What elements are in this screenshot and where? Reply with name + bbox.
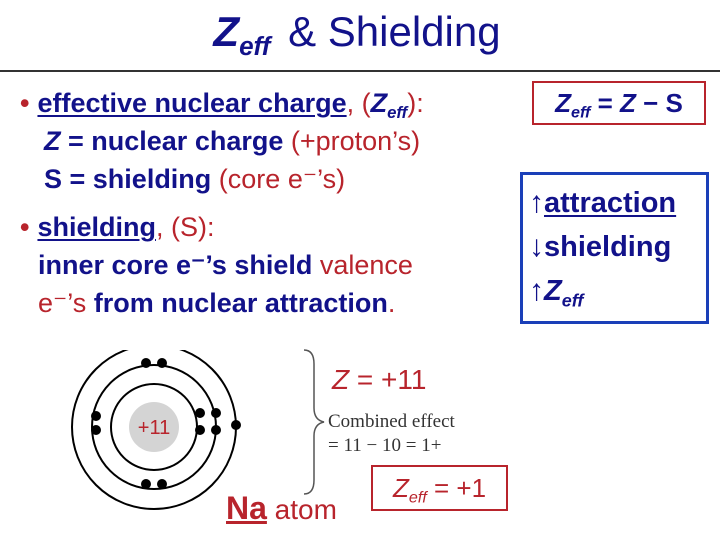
nuclear-charge-label: Z = +11 bbox=[332, 364, 427, 395]
definition-s: S = shielding (core e⁻’s) bbox=[44, 164, 346, 194]
zeff-result-box: Zeff = +1 bbox=[371, 465, 508, 511]
electron bbox=[157, 358, 167, 368]
up-arrow-icon: ↑ bbox=[529, 274, 544, 307]
trend-shielding: ↓shielding bbox=[529, 230, 672, 263]
bullet-dot-icon: • bbox=[20, 212, 30, 242]
bullet-shielding: •shielding, (S): bbox=[20, 212, 215, 242]
electron bbox=[141, 479, 151, 489]
sodium-atom-diagram: +11 bbox=[71, 350, 241, 510]
electron bbox=[91, 411, 101, 421]
trend-zeff: ↑Zeff bbox=[529, 274, 584, 311]
title-divider bbox=[0, 70, 720, 72]
definition-z: Z = nuclear charge (+proton’s) bbox=[44, 126, 421, 156]
combined-effect-note: Combined effect = 11 − 10 = 1+ bbox=[328, 411, 455, 456]
brace-icon bbox=[303, 349, 325, 495]
electron bbox=[195, 408, 205, 418]
electron bbox=[141, 358, 151, 368]
electrons bbox=[91, 358, 241, 489]
nucleus bbox=[129, 402, 179, 452]
nucleus-label: +11 bbox=[138, 417, 170, 439]
up-arrow-icon: ↑ bbox=[529, 186, 544, 219]
atom-label: Na atom bbox=[226, 490, 337, 526]
title-z: Z bbox=[213, 8, 240, 55]
term-effective-nuclear-charge: effective nuclear charge bbox=[37, 88, 347, 118]
shielding-line-1: inner core e⁻’s shield valence bbox=[38, 250, 413, 280]
bullet-dot-icon: • bbox=[20, 88, 30, 118]
electron bbox=[211, 425, 221, 435]
trend-box: ↑attraction ↓shielding ↑Zeff bbox=[520, 172, 709, 324]
electron bbox=[157, 479, 167, 489]
electron bbox=[195, 425, 205, 435]
shielding-line-2: e⁻’s from nuclear attraction. bbox=[38, 288, 396, 318]
trend-attraction: ↑attraction bbox=[529, 186, 677, 219]
page-title: Zeff & Shielding bbox=[0, 8, 720, 62]
atom-symbol: Na bbox=[226, 490, 267, 526]
zeff-formula-box: Zeff = Z − S bbox=[532, 81, 706, 125]
title-z-subscript: eff bbox=[239, 31, 271, 62]
title-rest: & Shielding bbox=[288, 8, 501, 55]
electron bbox=[91, 425, 101, 435]
down-arrow-icon: ↓ bbox=[529, 230, 544, 263]
electron bbox=[211, 408, 221, 418]
bullet-effective-nuclear-charge: •effective nuclear charge, (Zeff): bbox=[20, 88, 424, 122]
valence-electron bbox=[231, 420, 241, 430]
term-shielding: shielding bbox=[37, 212, 156, 242]
